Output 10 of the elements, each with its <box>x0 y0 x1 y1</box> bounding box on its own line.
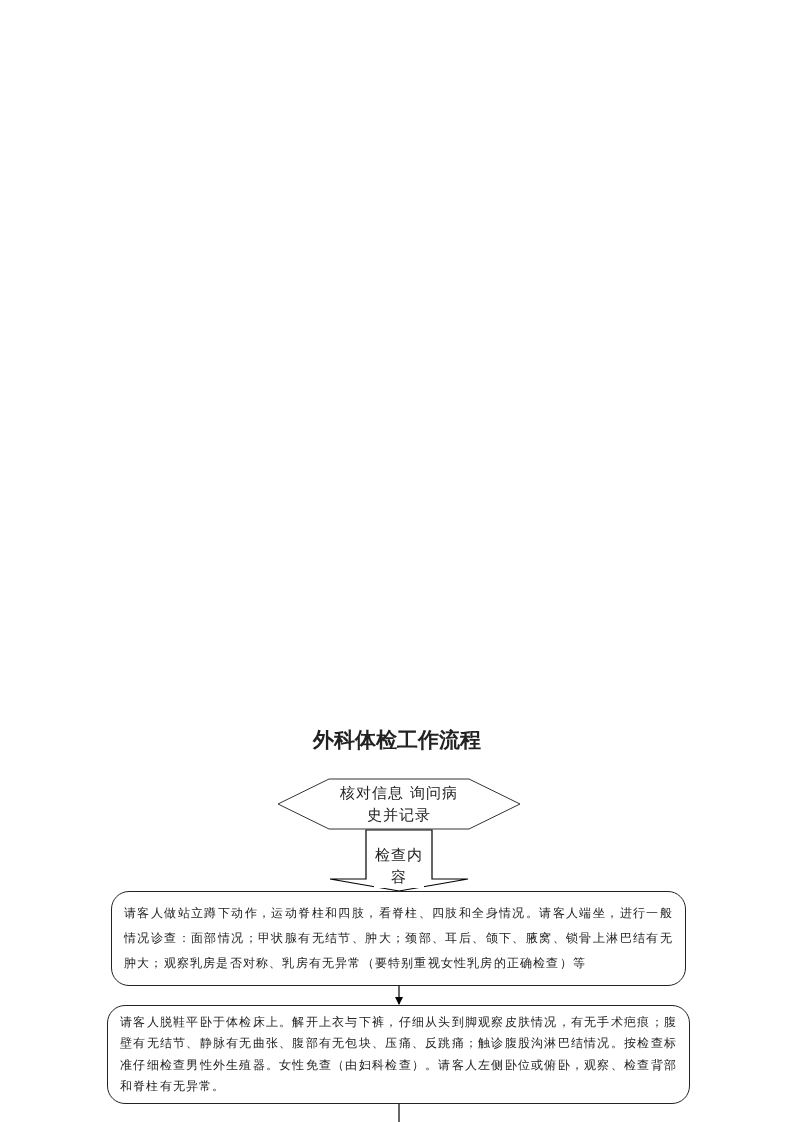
title: 外科体检工作流程 <box>311 727 482 754</box>
process-box <box>111 891 686 986</box>
arrow <box>395 985 403 1005</box>
connector-line <box>398 1103 400 1122</box>
hexagon-box <box>277 778 521 830</box>
process-box <box>107 1005 690 1104</box>
box-text: 请客人做站立蹲下动作，运动脊柱和四肢，看脊柱、四肢和全身情况。请客人端坐，进行一般情况诊查：面部情况；甲状腺有无结节、肿大；颈部、耳后、颌下、腋窝、锁骨上淋巴结有无肿大；观察乳房是否对称、乳房有无异常（要特别重视女性乳房的正确检查）等 <box>124 905 673 972</box>
box-text: 核对信息 询问病史并记录 <box>339 783 459 826</box>
box-text: 请客人脱鞋平卧于体检床上。解开上衣与下裤，仔细从头到脚观察皮肤情况，有无手术疤痕；腹壁有无结节、静脉有无曲张、腹部有无包块、压痛、反跳痛；触诊腹股沟淋巴结情况。按检查标准仔细检查男性外生殖器。女性免查（由妇科检查）。请客人左侧卧位或俯卧，观察、检查背部和脊柱有无异常。 <box>120 1013 677 1095</box>
edge-label: 检查内容 <box>374 844 424 888</box>
